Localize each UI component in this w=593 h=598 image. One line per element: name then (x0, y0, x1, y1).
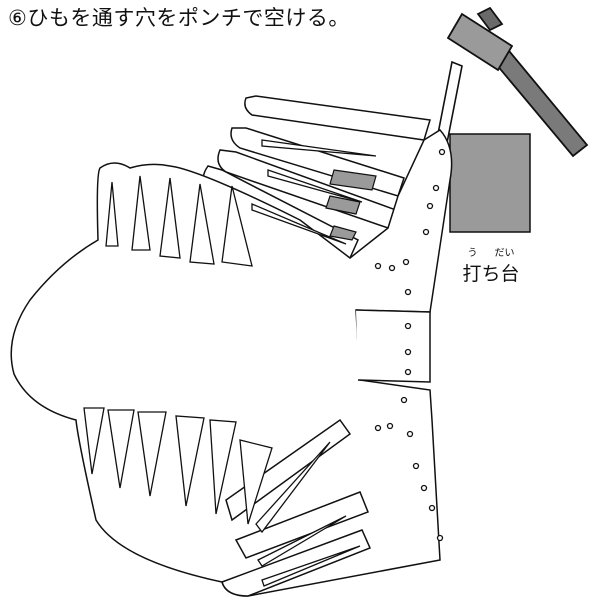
hole (402, 258, 410, 266)
hammer-icon (446, 6, 589, 158)
hole (404, 288, 412, 296)
hole (404, 322, 412, 330)
label-ruby: う だい (459, 244, 523, 259)
hole (374, 424, 382, 432)
label-text: 打ち台 (462, 263, 520, 285)
hole (428, 504, 436, 512)
striking-board (449, 133, 531, 233)
bottom-slits (83, 407, 361, 587)
hole (388, 264, 396, 272)
hole (420, 484, 428, 492)
hole (422, 228, 430, 236)
hole (386, 422, 394, 430)
hole (406, 430, 414, 438)
hole (404, 368, 412, 376)
top-slits (105, 139, 377, 267)
striking-board-label: う だい 打ち台 (456, 244, 526, 286)
ruby-dai: だい (494, 248, 515, 259)
hole (436, 534, 444, 542)
step-title: ⑥ひもを通す穴をポンチで空ける。 (8, 6, 350, 30)
holes (374, 148, 446, 542)
hole (426, 202, 434, 210)
hole (400, 396, 408, 404)
hole (412, 462, 420, 470)
strap-tab (355, 309, 431, 383)
hole (438, 148, 446, 156)
hole (432, 184, 440, 192)
hole (404, 348, 412, 356)
board-shadow (325, 169, 377, 241)
ruby-u: う (467, 248, 478, 259)
hole (374, 262, 382, 270)
